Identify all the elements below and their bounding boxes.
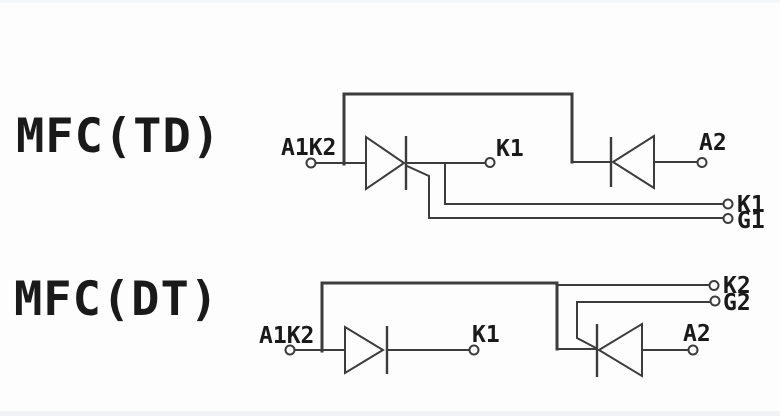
bottom-edge-shade (0, 411, 780, 416)
dt-terminal-g2 (709, 295, 721, 307)
dt-thyristor-symbol-icon (595, 322, 643, 378)
td-terminal-k1-mid (484, 157, 496, 168)
dt-thyristor-triangle (597, 322, 643, 378)
dt-label-g2: G2 (723, 290, 751, 316)
dt-terminal-k1-mid (468, 344, 480, 356)
diagram-mfc-dt: MFC(DT) (14, 272, 751, 378)
td-label-a1k2: A1K2 (281, 135, 336, 161)
td-label-k1: K1 (737, 192, 765, 218)
diagram-title-td: MFC(TD) (16, 109, 221, 164)
dt-terminal-k2 (708, 280, 720, 291)
diagram-title-dt: MFC(DT) (14, 272, 219, 327)
td-label-g1: G1 (737, 208, 765, 234)
td-label-k1-mid: K1 (496, 136, 524, 162)
td-terminal-a1k2 (305, 157, 317, 169)
td-thyristor-triangle (365, 135, 406, 191)
dt-diode-symbol-icon (344, 325, 389, 375)
td-label-a2: A2 (699, 130, 727, 156)
td-diode-symbol-icon (609, 134, 655, 190)
td-wire-gate-to-g1-pin (405, 164, 725, 219)
dt-diode-triangle (344, 325, 385, 375)
td-terminal-g1 (722, 213, 734, 224)
dt-label-k1-mid: K1 (472, 322, 500, 348)
dt-terminal-a1k2 (284, 344, 296, 356)
dt-label-a1k2: A1K2 (259, 323, 314, 349)
td-terminal-k1 (722, 198, 734, 210)
dt-label-a2: A2 (683, 321, 711, 347)
td-diode-triangle (611, 134, 655, 190)
td-wire-cathode-tap-to-k1-pin (444, 162, 725, 205)
top-edge-shade (0, 0, 780, 3)
td-terminal-a2 (696, 157, 708, 168)
td-top-bus-wire (342, 92, 574, 166)
dt-top-bus-wire (320, 281, 559, 353)
td-thyristor-symbol-icon (365, 135, 408, 191)
diagram-mfc-td: MFC(TD) (16, 92, 765, 234)
dt-wire-gate-to-g2-pin (576, 301, 711, 350)
dt-terminal-a2 (687, 344, 699, 356)
dt-label-k2: K2 (723, 273, 751, 299)
